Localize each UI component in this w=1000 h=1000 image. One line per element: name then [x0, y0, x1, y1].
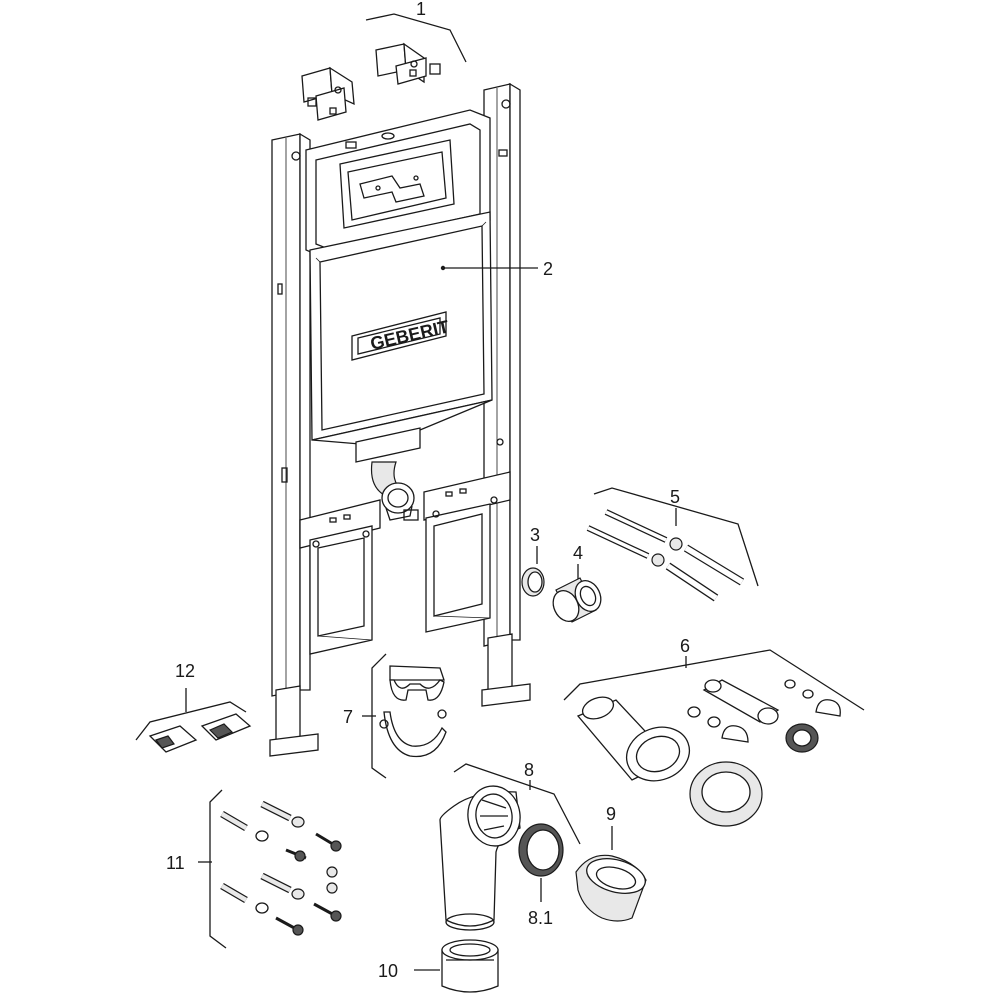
callout-1: 1: [416, 0, 426, 19]
callout-11: 11: [166, 853, 185, 873]
pipe-connector-4: [552, 564, 602, 623]
callout-5: 5: [670, 487, 680, 507]
protective-caps: [135, 688, 252, 753]
callout-8-1: 8.1: [528, 908, 553, 928]
cistern: GEBERIT: [305, 109, 538, 521]
drain-elbow-8: [439, 763, 581, 931]
callout-9: 9: [606, 804, 616, 824]
wall-brackets: [301, 13, 467, 121]
callout-6: 6: [680, 636, 690, 656]
callout-7: 7: [343, 707, 353, 727]
connector-10: [414, 939, 499, 993]
threaded-rods: [586, 487, 759, 602]
callout-12: 12: [175, 661, 195, 681]
seal-ring-8-1: [518, 823, 564, 902]
callout-8: 8: [524, 760, 534, 780]
flush-pipe-kit: [563, 649, 865, 827]
callout-4: 4: [573, 543, 583, 563]
callout-labels: 1 2 3 4 5 6 7 8 8.1 9 10 11 12: [166, 0, 690, 981]
callout-10: 10: [378, 961, 398, 981]
mounting-frame: [269, 82, 531, 757]
pipe-clip: [362, 653, 447, 779]
callout-2: 2: [543, 259, 553, 279]
screws-and-anchors: [198, 789, 342, 949]
seal-ring-3: [521, 546, 545, 597]
callout-3: 3: [530, 525, 540, 545]
connector-9: [575, 826, 647, 922]
